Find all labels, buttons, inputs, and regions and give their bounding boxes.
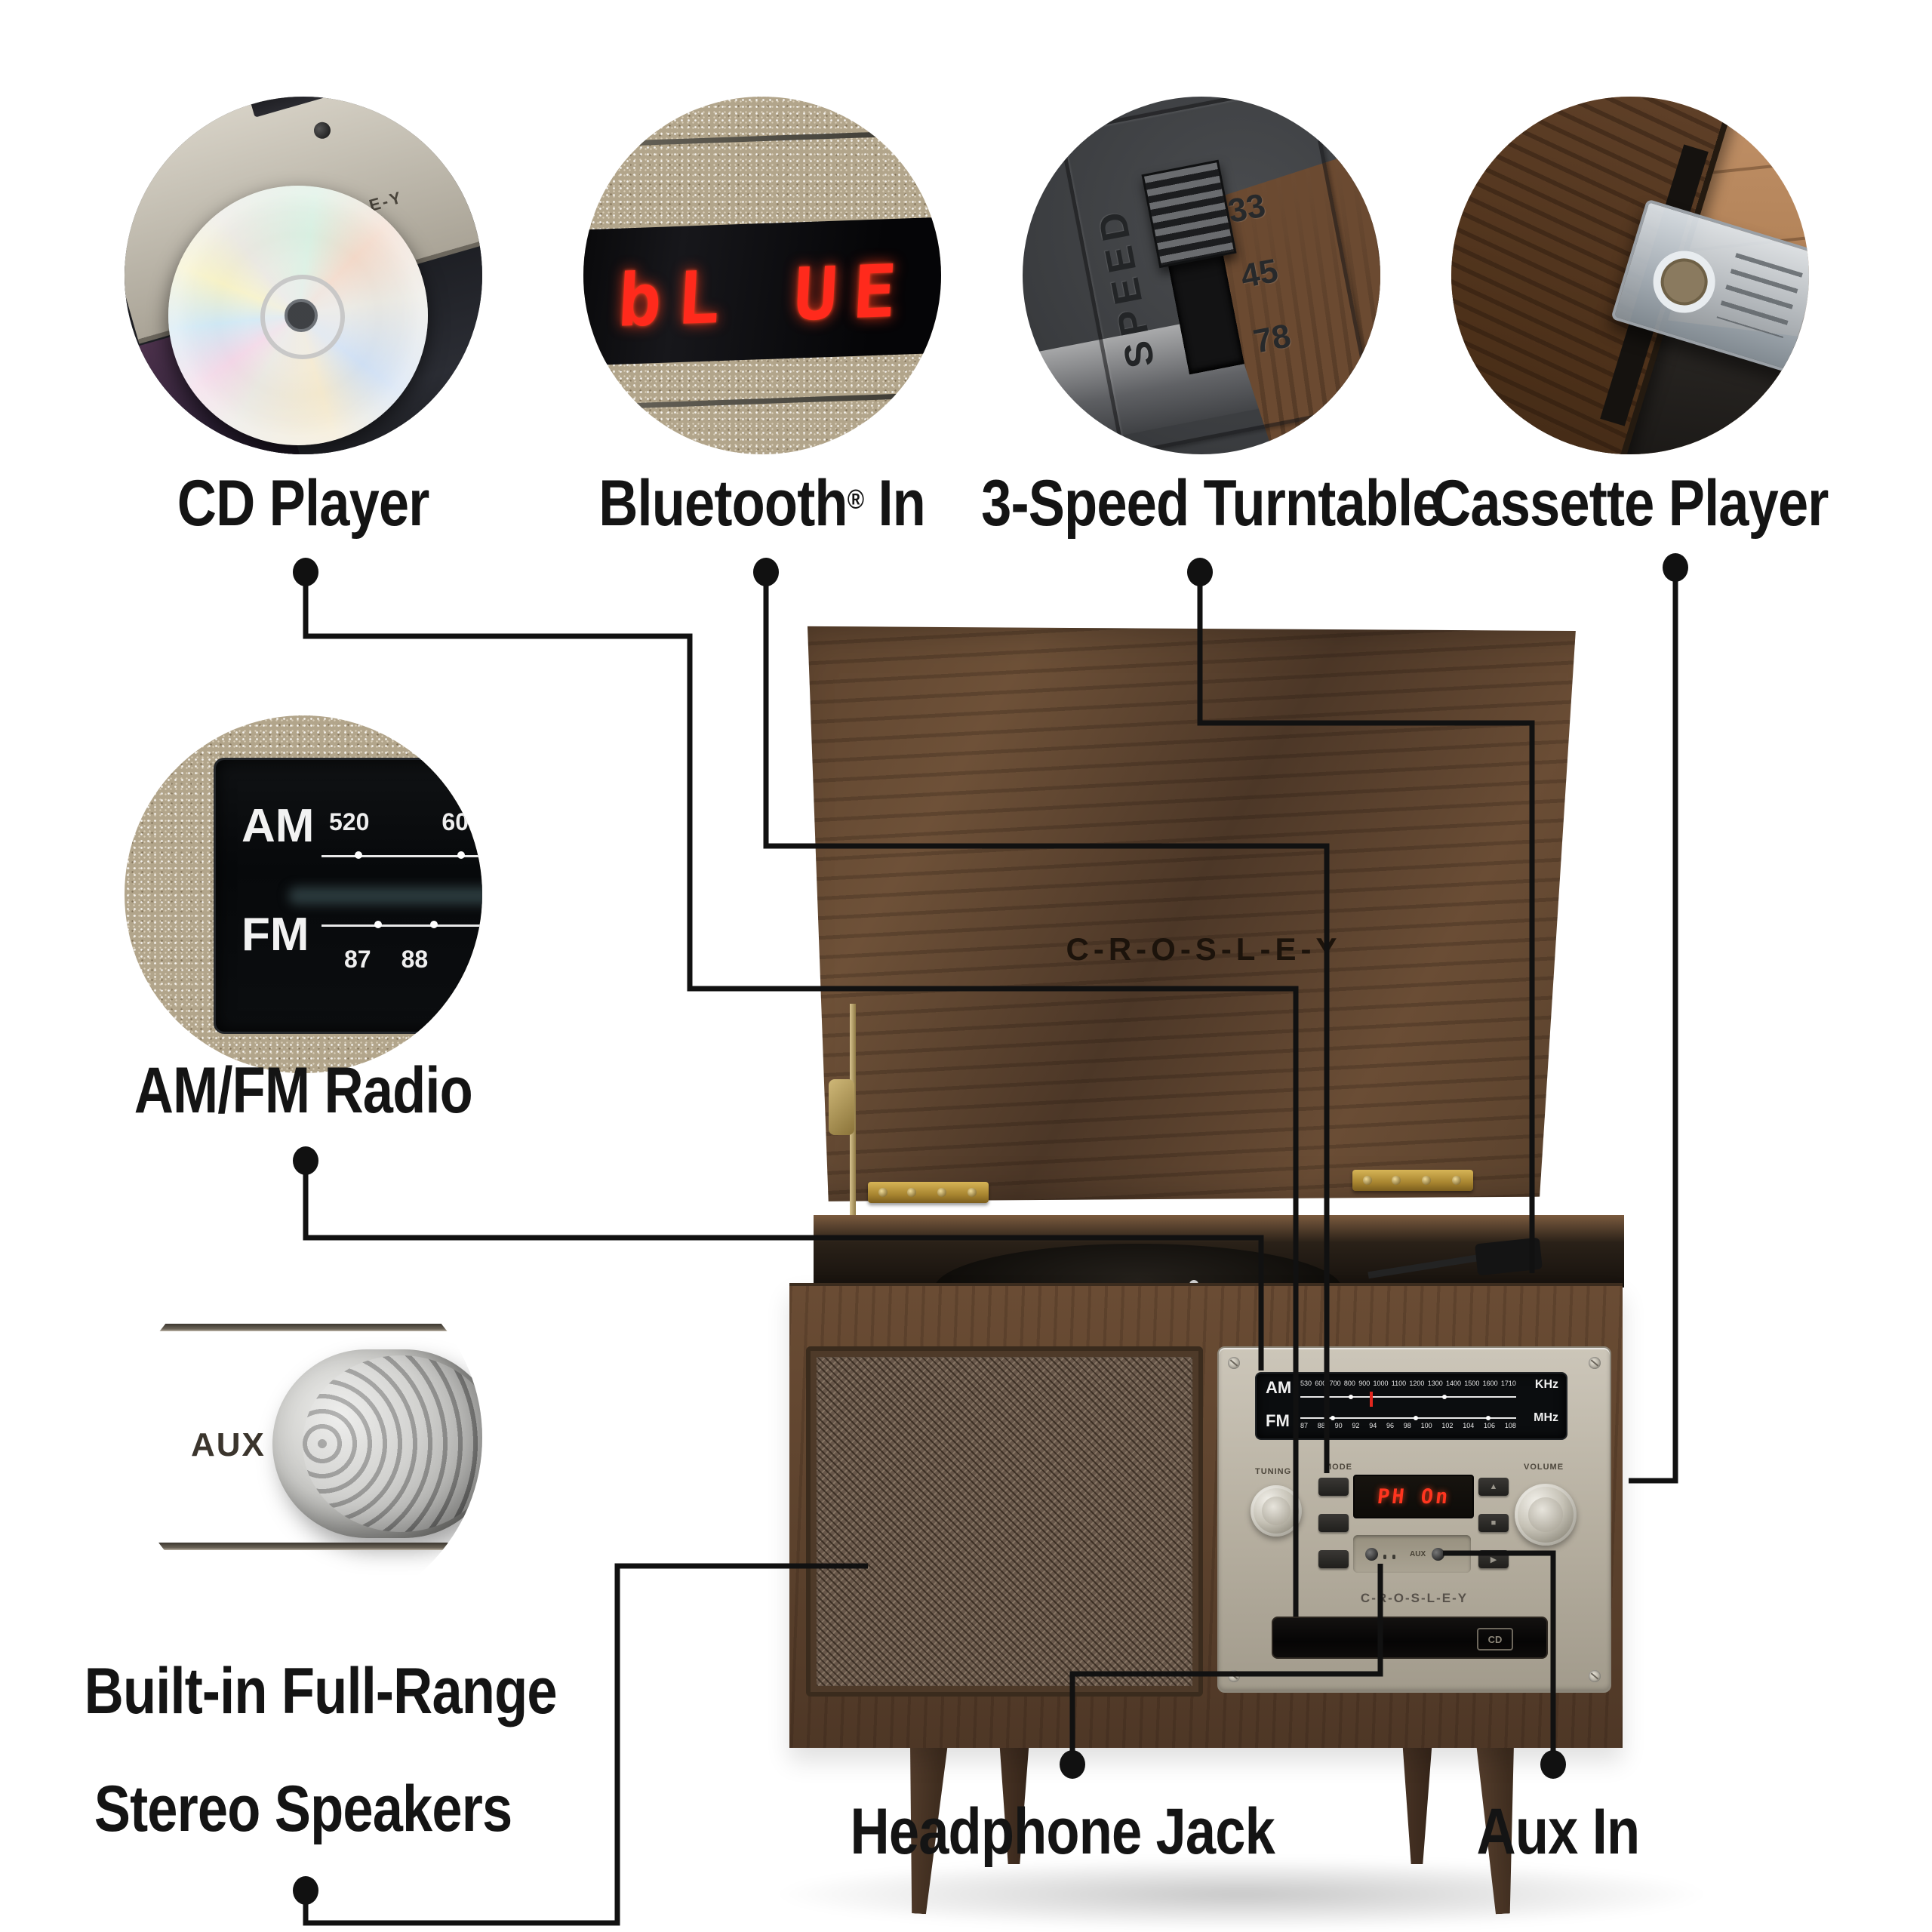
screw-icon bbox=[1589, 1357, 1601, 1369]
aux-jack-label: AUX bbox=[1410, 1549, 1426, 1558]
lid-logo: C-R-O-S-L-E-Y bbox=[1066, 931, 1342, 967]
label-3-speed-turntable: 3-Speed Turntable bbox=[981, 467, 1442, 540]
aux-knob-ridges bbox=[303, 1355, 482, 1532]
dial-fm-label: FM bbox=[1266, 1411, 1290, 1430]
aux-knob bbox=[272, 1349, 482, 1538]
volume-knob[interactable] bbox=[1515, 1484, 1577, 1546]
mode-button[interactable] bbox=[1318, 1478, 1349, 1496]
amfm-am-label: AM bbox=[242, 800, 315, 852]
label-speakers-line2: Stereo Speakers bbox=[94, 1773, 512, 1845]
amfm-fm-label: FM bbox=[242, 909, 309, 961]
label-amfm-radio: AM/FM Radio bbox=[134, 1054, 473, 1127]
cassette-photo-circle bbox=[1451, 97, 1809, 454]
aux-circle-label: AUX bbox=[191, 1426, 266, 1463]
led-display: PH On bbox=[1353, 1475, 1474, 1518]
bluetooth-line bbox=[766, 574, 1327, 1473]
mode-buttons[interactable] bbox=[1318, 1478, 1349, 1568]
cd-player-photo-circle: C-R-O-S-L-E-Y bbox=[125, 97, 482, 454]
tuning-needle bbox=[1370, 1392, 1373, 1407]
amfm-line bbox=[306, 1162, 1261, 1371]
screw-icon bbox=[1589, 1670, 1601, 1682]
amfm-am-line bbox=[321, 855, 482, 857]
transport-buttons[interactable]: ▲■▶ bbox=[1478, 1478, 1509, 1568]
aux-in-dot bbox=[1540, 1750, 1566, 1779]
turntable-dot bbox=[1187, 558, 1213, 586]
headphone-line bbox=[1072, 1564, 1380, 1755]
bluetooth-dot bbox=[753, 558, 779, 586]
cassette-line bbox=[1629, 574, 1675, 1481]
amfm-dot bbox=[293, 1146, 318, 1175]
speakers-line bbox=[306, 1566, 868, 1923]
label-cd-player: CD Player bbox=[177, 467, 430, 540]
cd-player-dot bbox=[293, 558, 318, 586]
cassette-dot bbox=[1663, 553, 1688, 582]
turntable-line bbox=[1200, 574, 1532, 1273]
bluetooth-photo-circle: bL UE bbox=[583, 97, 941, 454]
amfm-smudge bbox=[288, 887, 482, 905]
lid-bracket bbox=[829, 1079, 854, 1135]
dial-khz-label: KHz bbox=[1534, 1378, 1558, 1391]
mode-button[interactable] bbox=[1318, 1514, 1349, 1532]
aux-photo-circle: AUX bbox=[125, 1259, 482, 1617]
volume-label: VOLUME bbox=[1524, 1463, 1564, 1472]
headphone-dot bbox=[1060, 1750, 1085, 1779]
label-aux-in: Aux In bbox=[1476, 1795, 1640, 1868]
dial-am-scale bbox=[1300, 1395, 1516, 1399]
dial-am-label: AM bbox=[1266, 1378, 1292, 1397]
tuning-label: TUNING bbox=[1255, 1467, 1292, 1476]
label-cassette-player: Cassette Player bbox=[1432, 467, 1829, 540]
cd-slot[interactable]: CD bbox=[1272, 1617, 1548, 1659]
amfm-fm-line bbox=[321, 924, 482, 927]
label-bluetooth-in: Bluetooth® In bbox=[598, 467, 927, 540]
speakers-dot bbox=[293, 1876, 318, 1905]
dial-fm-scale bbox=[1300, 1416, 1516, 1420]
speaker-grille-frame bbox=[806, 1346, 1203, 1697]
aux-in-line bbox=[1443, 1553, 1553, 1755]
headphone-jack[interactable] bbox=[1365, 1547, 1378, 1561]
cd-disc bbox=[168, 186, 428, 445]
mode-button[interactable] bbox=[1318, 1550, 1349, 1568]
cd-player-line bbox=[306, 574, 1296, 1617]
dial-mhz-label: MHz bbox=[1534, 1411, 1558, 1424]
label-headphone-jack: Headphone Jack bbox=[850, 1795, 1275, 1868]
jack-strip: AUX bbox=[1353, 1535, 1471, 1573]
hinge-left bbox=[868, 1182, 989, 1203]
hinge-right bbox=[1352, 1170, 1473, 1191]
aux-jack[interactable] bbox=[1432, 1547, 1445, 1561]
headphone-icon bbox=[1383, 1555, 1395, 1559]
registered-mark: ® bbox=[848, 483, 864, 515]
label-speakers-line1: Built-in Full-Range bbox=[84, 1655, 558, 1727]
screw-icon bbox=[1228, 1357, 1240, 1369]
speaker-grille bbox=[817, 1357, 1192, 1686]
cd-logo-badge: CD bbox=[1477, 1628, 1513, 1651]
mode-label: MODE bbox=[1324, 1463, 1352, 1472]
panel-logo: C-R-O-S-L-E-Y bbox=[1360, 1591, 1469, 1605]
